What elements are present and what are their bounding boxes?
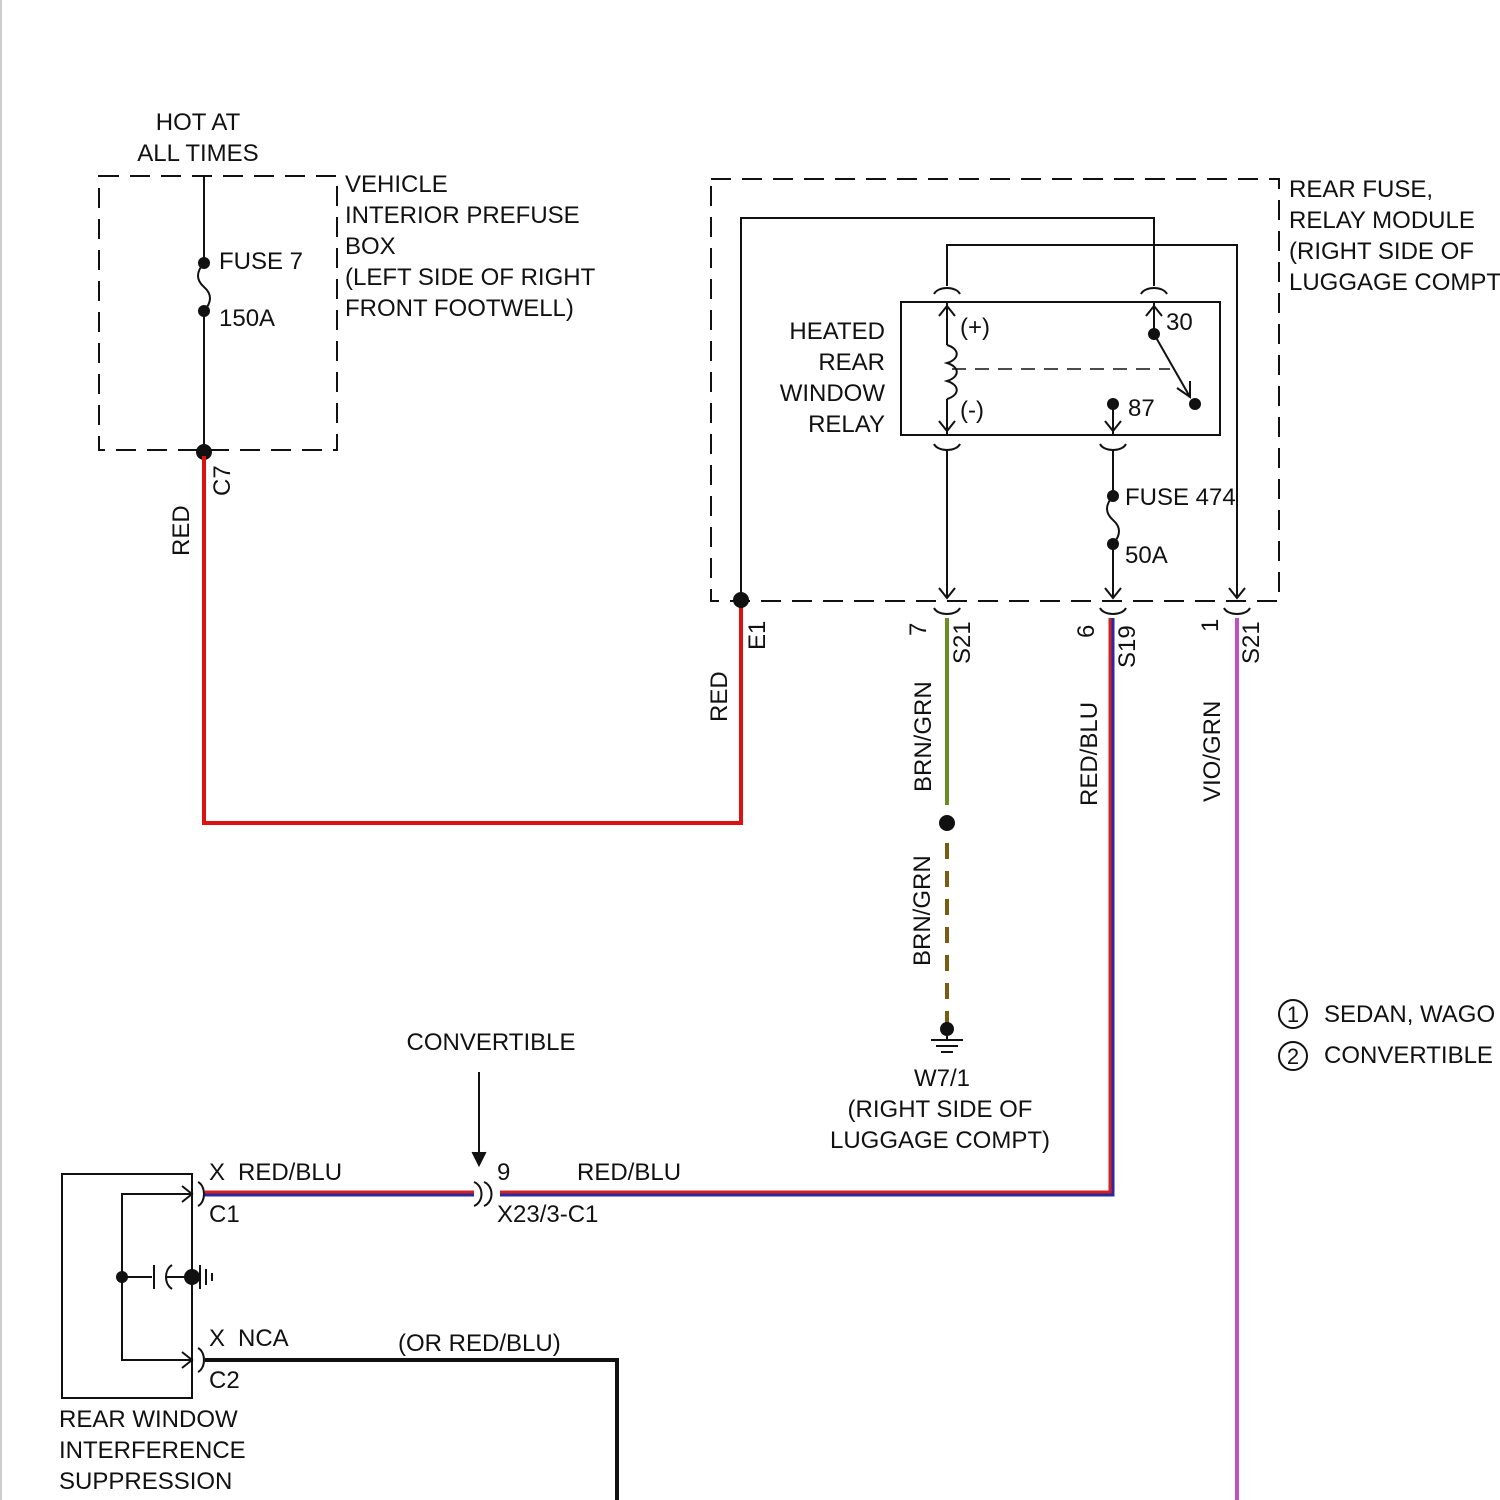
legend-num-1: 1 bbox=[1287, 1002, 1299, 1027]
fuse474-rating: 50A bbox=[1125, 542, 1168, 569]
pin6-number: 6 bbox=[1073, 625, 1100, 638]
rear-fuse-relay-module: REAR FUSE, RELAY MODULE (RIGHT SIDE OF L… bbox=[706, 176, 1500, 806]
fuse7-symbol bbox=[198, 263, 210, 311]
ground-location-line1: (RIGHT SIDE OF bbox=[848, 1096, 1033, 1123]
c1-x-marker: X bbox=[209, 1159, 225, 1186]
convertible-connector-id: X23/3-C1 bbox=[497, 1201, 598, 1228]
c1-connector: C1 bbox=[209, 1201, 240, 1228]
ground-location-line2: LUGGAGE COMPT) bbox=[830, 1127, 1050, 1154]
pin1-connector: S21 bbox=[1238, 621, 1265, 664]
pin6-connector: S19 bbox=[1114, 625, 1141, 668]
e1-label: E1 bbox=[744, 621, 771, 650]
suppression-name-line3: SUPPRESSION bbox=[59, 1468, 232, 1495]
switch-contact bbox=[1189, 398, 1201, 410]
hot-at-label-line2: ALL TIMES bbox=[137, 140, 258, 167]
relay-label-line4: RELAY bbox=[808, 411, 885, 438]
coil-plus-label: (+) bbox=[960, 314, 990, 341]
prefuse-box-outline bbox=[99, 176, 337, 450]
convertible-pin: 9 bbox=[497, 1159, 510, 1186]
legend-text-2: CONVERTIBLE bbox=[1324, 1042, 1493, 1069]
relay-coil-plus-terminal bbox=[934, 288, 960, 294]
prefuse-label-line4: (LEFT SIDE OF RIGHT bbox=[345, 264, 596, 291]
module-label-line4: LUGGAGE COMPT bbox=[1289, 269, 1500, 296]
brn-grn-splice-dot bbox=[939, 815, 955, 831]
module-label-line1: REAR FUSE, bbox=[1289, 176, 1433, 203]
prefuse-box: HOT AT ALL TIMES FUSE 7 150A VEHICLE INT… bbox=[99, 109, 596, 556]
nca-wire bbox=[205, 1360, 617, 1500]
module-label-line3: (RIGHT SIDE OF bbox=[1289, 238, 1474, 265]
prefuse-label-line5: FRONT FOOTWELL) bbox=[345, 295, 574, 322]
coil-minus-label: (-) bbox=[960, 397, 984, 424]
ground-name: W7/1 bbox=[914, 1065, 970, 1092]
suppression-name-line2: INTERFERENCE bbox=[59, 1437, 246, 1464]
ground-wire-color: BRN/GRN bbox=[909, 855, 936, 966]
pin7-number: 7 bbox=[905, 623, 932, 636]
pin1-wire-color: VIO/GRN bbox=[1199, 701, 1226, 802]
fuse7-rating: 150A bbox=[219, 305, 275, 332]
module-label-line2: RELAY MODULE bbox=[1289, 207, 1475, 234]
e1-splice-dot bbox=[733, 592, 749, 608]
c2-wire-color: NCA bbox=[238, 1325, 289, 1352]
convertible-label: CONVERTIBLE bbox=[407, 1029, 576, 1056]
interference-suppression-module: X RED/BLU C1 X NCA C2 REAR WINDOW INTERF… bbox=[59, 1159, 342, 1495]
hot-at-label-line1: HOT AT bbox=[156, 109, 241, 136]
relay-label-line1: HEATED bbox=[789, 318, 885, 345]
legend: 1 SEDAN, WAGO 2 CONVERTIBLE bbox=[1279, 1000, 1495, 1070]
pin30-label: 30 bbox=[1166, 309, 1193, 336]
ground-symbol bbox=[931, 1022, 963, 1052]
suppression-name-line1: REAR WINDOW bbox=[59, 1406, 238, 1433]
relay-switch-arm bbox=[1154, 334, 1190, 397]
c2-connector: C2 bbox=[209, 1367, 240, 1394]
relay-label-line3: WINDOW bbox=[780, 380, 886, 407]
c1-wire-color: RED/BLU bbox=[238, 1159, 342, 1186]
c7-wire-color: RED bbox=[168, 505, 195, 556]
pin1-number: 1 bbox=[1197, 619, 1224, 632]
fuse474-symbol bbox=[1107, 496, 1119, 544]
e1-wire-color: RED bbox=[706, 671, 733, 722]
pin87-label: 87 bbox=[1128, 395, 1155, 422]
legend-text-1: SEDAN, WAGO bbox=[1324, 1001, 1495, 1028]
pin6-wire-color: RED/BLU bbox=[1076, 702, 1103, 806]
pin7-connector: S21 bbox=[949, 621, 976, 664]
prefuse-label-line3: BOX bbox=[345, 233, 396, 260]
prefuse-label-line1: VEHICLE bbox=[345, 171, 448, 198]
pin7-wire-color: BRN/GRN bbox=[910, 681, 937, 792]
convertible-wire-color: RED/BLU bbox=[577, 1159, 681, 1186]
legend-num-2: 2 bbox=[1287, 1044, 1299, 1069]
relay-coil bbox=[947, 345, 957, 399]
relay-pin30-terminal bbox=[1141, 288, 1167, 294]
c2-x-marker: X bbox=[209, 1325, 225, 1352]
fuse7-name: FUSE 7 bbox=[219, 248, 303, 275]
suppression-body bbox=[62, 1174, 192, 1398]
prefuse-label-line2: INTERIOR PREFUSE bbox=[345, 202, 580, 229]
nca-alt-wire-label: (OR RED/BLU) bbox=[398, 1330, 561, 1357]
relay-label-line2: REAR bbox=[818, 349, 885, 376]
c7-connector-label: C7 bbox=[209, 465, 236, 496]
red-feed-wire bbox=[204, 456, 741, 823]
suppression-ground-dot bbox=[184, 1269, 200, 1285]
fuse474-name: FUSE 474 bbox=[1125, 484, 1236, 511]
convertible-connector: CONVERTIBLE 9 X23/3-C1 RED/BLU bbox=[407, 1029, 682, 1228]
